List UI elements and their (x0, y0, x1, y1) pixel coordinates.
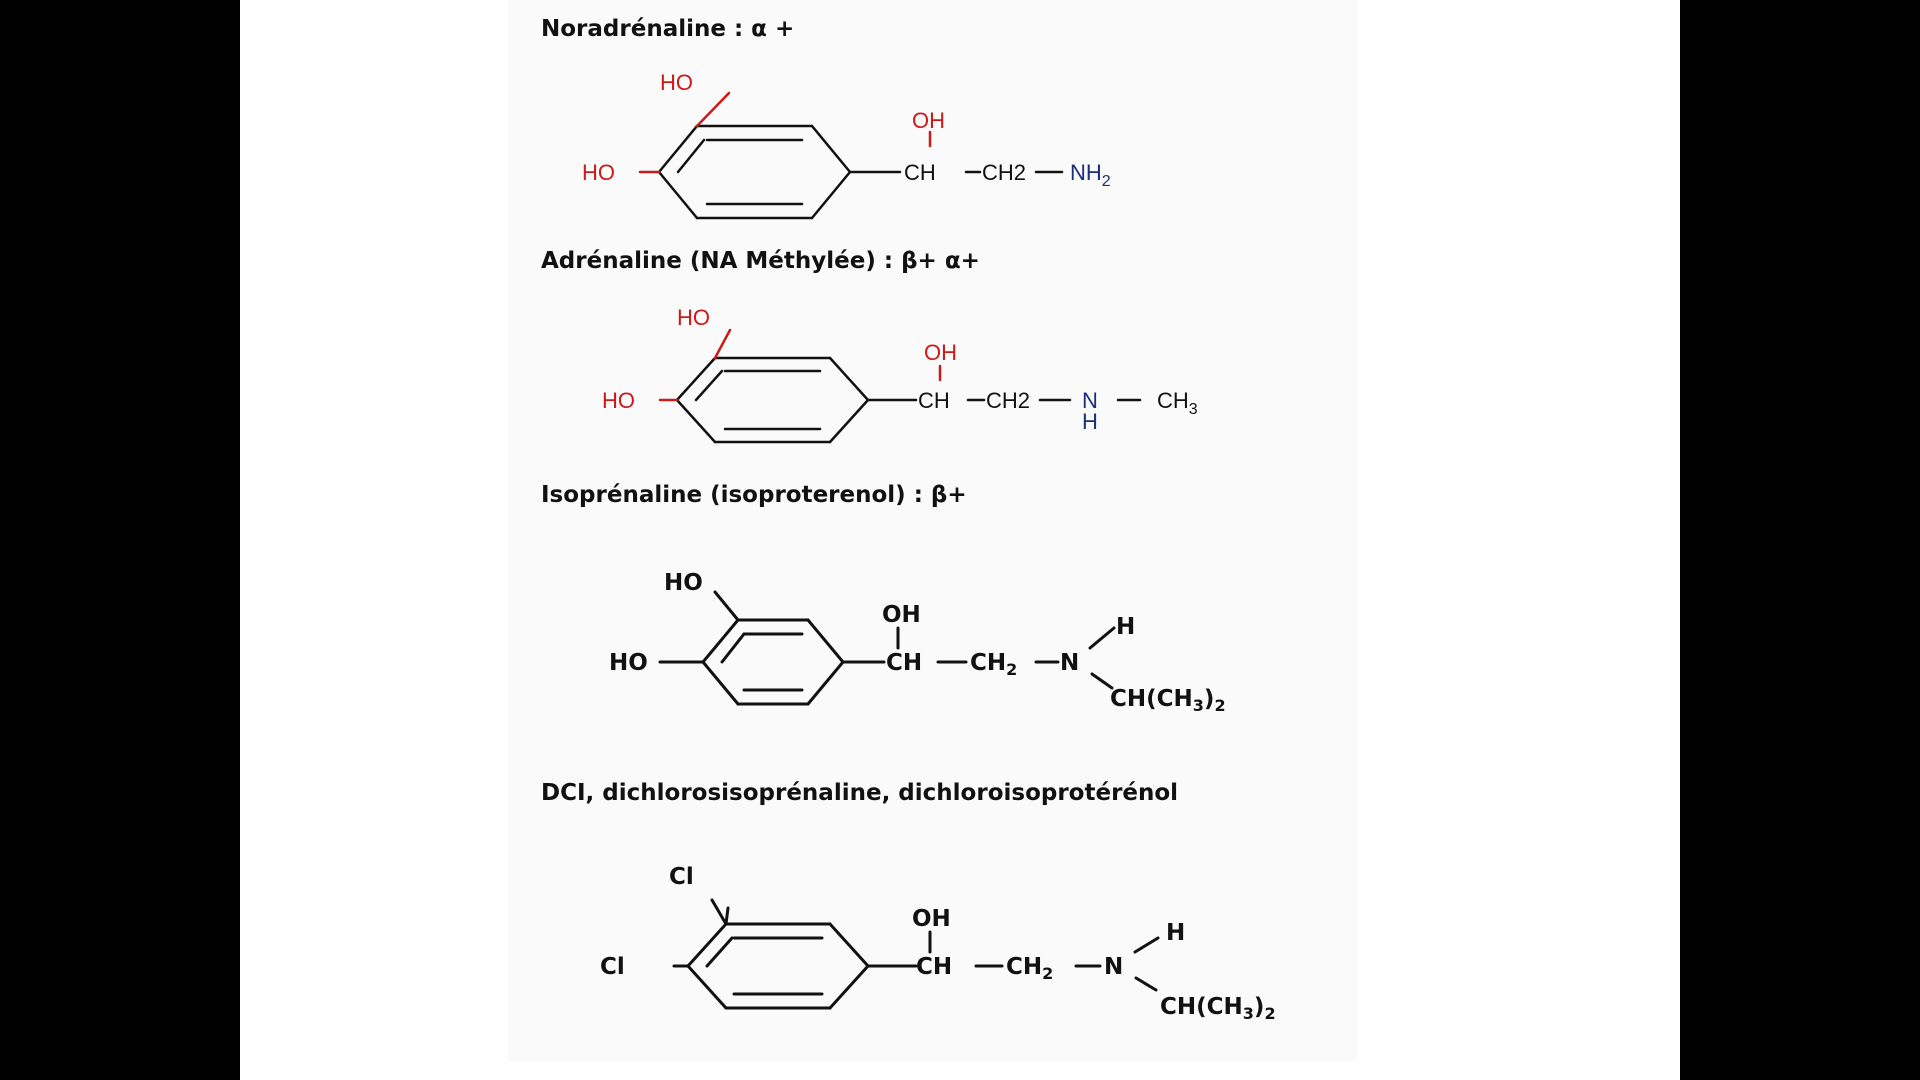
heading-isoprenaline: Isoprénaline (isoproterenol) : β+ (541, 482, 967, 508)
atom-oh: OH (882, 602, 921, 628)
atom-ch: CH (886, 650, 922, 676)
atom-ch2: CH2 (982, 160, 1026, 185)
atom-ho-top: HO (664, 570, 703, 596)
atom-nh-h: H (1116, 614, 1135, 640)
atom-ch2: CH2 (970, 650, 1017, 679)
atom-cl-left: Cl (600, 954, 625, 980)
atom-isopropyl: CH(CH3)2 (1160, 994, 1276, 1023)
atom-ch2: CH2 (1006, 954, 1053, 983)
atom-nh-h: H (1082, 409, 1098, 434)
atom-nh-h: H (1166, 920, 1185, 946)
benzene-ring (672, 898, 1160, 1010)
atom-ho-top: HO (660, 70, 693, 95)
oxygen-bonds (638, 91, 932, 174)
atom-oh: OH (912, 108, 945, 133)
atom-ch: CH (916, 954, 952, 980)
atom-nh2: NH2 (1070, 160, 1111, 190)
benzene-ring (675, 356, 1142, 444)
atom-ho-left: HO (602, 388, 635, 413)
atom-ch2: CH2 (986, 388, 1030, 413)
benzene-ring (657, 124, 1064, 220)
atom-isopropyl: CH(CH3)2 (1110, 686, 1226, 715)
atom-ch3: CH3 (1157, 388, 1198, 418)
atom-n: N (1104, 954, 1123, 980)
atom-ch: CH (918, 388, 950, 413)
atom-cl-top: Cl (669, 864, 694, 890)
atom-ho-left: HO (609, 650, 648, 676)
heading-noradrenaline: Noradrénaline : α + (541, 16, 795, 42)
atom-ho-left: HO (582, 160, 615, 185)
atom-ch: CH (904, 160, 936, 185)
atom-oh: OH (924, 340, 957, 365)
heading-adrenaline: Adrénaline (NA Méthylée) : β+ α+ (541, 248, 980, 274)
benzene-ring (658, 590, 1116, 706)
atom-ho-top: HO (677, 305, 710, 330)
heading-dci: DCI, dichlorosisoprénaline, dichloroisop… (541, 780, 1179, 806)
structures-panel (508, 0, 1357, 1062)
atom-n: N (1060, 650, 1079, 676)
atom-oh: OH (912, 906, 951, 932)
oxygen-bonds (658, 328, 942, 402)
atom-n: N (1082, 388, 1098, 413)
